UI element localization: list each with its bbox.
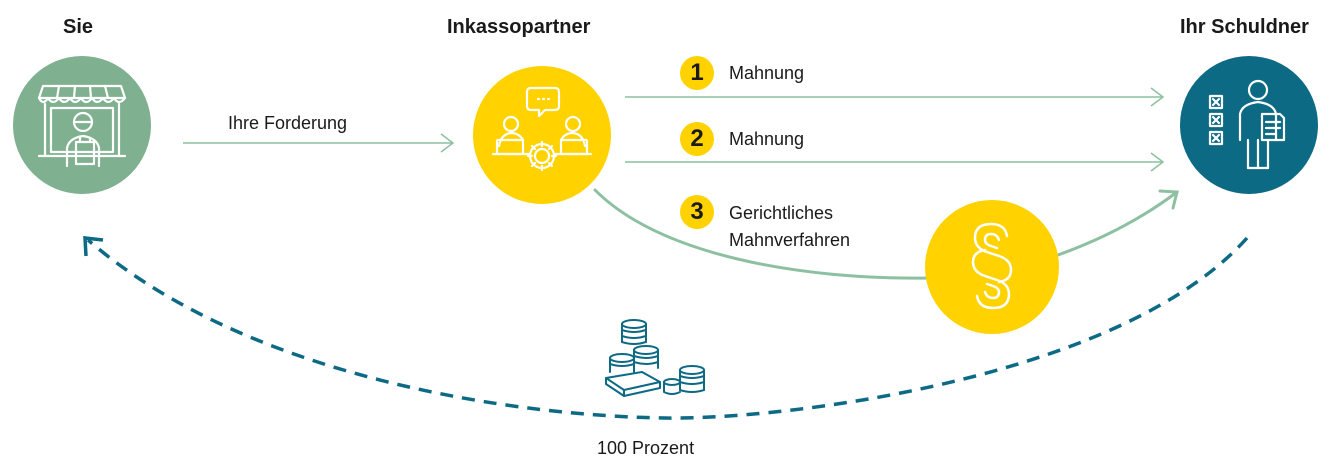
sie-node: [13, 56, 151, 194]
step3-label-line1: Gerichtliches: [729, 203, 834, 223]
node-title-inkassopartner: Inkassopartner: [447, 16, 591, 38]
step2-arrow: [625, 152, 1165, 172]
schuldner-node: [1180, 56, 1318, 194]
step2-number-badge: 2: [680, 122, 714, 156]
paragraph-node: [925, 200, 1059, 334]
step3-label-line2: Mahnverfahren: [729, 230, 851, 250]
return-label: 100 Prozent: [597, 438, 695, 458]
inkassopartner-node: [473, 66, 611, 204]
paragraph-section-icon: [971, 222, 1013, 310]
step3-arrow: [593, 188, 1179, 280]
team-collaboration-icon: [491, 86, 593, 172]
step1-number-badge: 1: [680, 56, 714, 90]
debtor-checklist-icon: [1208, 79, 1286, 170]
shop-owner-icon: [37, 84, 127, 168]
forderung-arrow: [183, 133, 455, 153]
money-stack-icon: [605, 319, 705, 397]
step1-label: Mahnung: [729, 63, 805, 83]
step1-arrow: [625, 87, 1165, 107]
return-arrowhead: [83, 236, 104, 257]
return-arrow: [86, 236, 1249, 420]
forderung-label: Ihre Forderung: [228, 113, 348, 133]
node-title-sie: Sie: [63, 16, 94, 38]
step2-label: Mahnung: [729, 129, 805, 149]
node-title-schuldner: Ihr Schuldner: [1180, 16, 1309, 38]
step3-number-badge: 3: [680, 195, 714, 229]
